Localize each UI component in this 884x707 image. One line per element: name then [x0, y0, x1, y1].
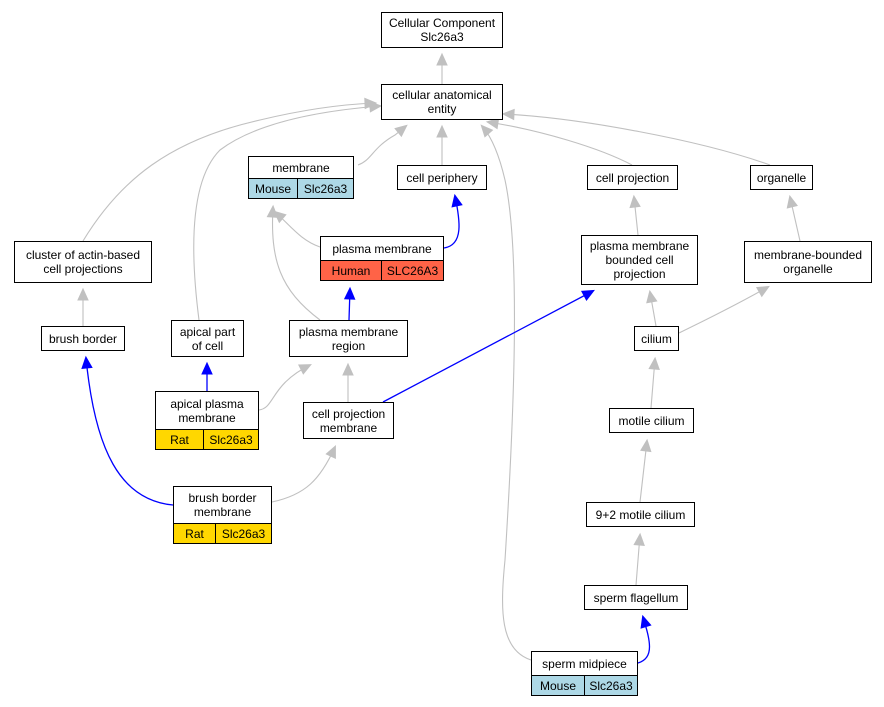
- node-label: motile cilium: [618, 413, 685, 428]
- node-label: sperm midpiece: [542, 656, 627, 671]
- node-organelle[interactable]: organelle: [750, 165, 813, 190]
- annotation-row: Mouse Slc26a3: [249, 178, 353, 198]
- annotation-row: Rat Slc26a3: [174, 523, 271, 543]
- edge-92-to-motile-arrowhead: [640, 438, 652, 453]
- edge-pmregion-to-membrane: [271, 206, 321, 321]
- edge-cilium-to-mbo: [678, 286, 769, 334]
- edge-bbm-to-brushborder: [85, 357, 174, 506]
- gene-label: Slc26a3: [303, 181, 348, 196]
- node-label: cell periphery: [406, 170, 478, 185]
- edge-cilium-to-pmbcp-arrowhead: [646, 289, 658, 304]
- species-label: Human: [321, 261, 382, 280]
- edge-bbm-to-brushborder-arrowhead: [81, 355, 93, 369]
- node-cell-periphery[interactable]: cell periphery: [397, 165, 487, 190]
- edge-apical-part-to-cae-arrowhead: [369, 101, 383, 113]
- edge-cpm-to-pmbcp-arrowhead: [580, 289, 595, 302]
- node-label: Cellular Component Slc26a3: [388, 16, 496, 44]
- annotation-row: Mouse Slc26a3: [532, 675, 637, 695]
- edge-cellproj-to-cae-arrowhead: [485, 117, 500, 130]
- node-plasma-membrane-bounded-cell-projection[interactable]: plasma membrane bounded cell projection: [581, 235, 698, 285]
- node-label: plasma membrane: [332, 241, 432, 256]
- node-brush-border-membrane[interactable]: brush border membrane Rat Slc26a3: [173, 486, 272, 544]
- species-label: Mouse: [532, 676, 585, 695]
- edge-cpm-to-pmregion-arrowhead: [342, 362, 354, 376]
- edge-pmregion-to-pm-arrowhead: [343, 286, 356, 300]
- node-label: cell projection: [595, 170, 670, 185]
- edge-cluster-to-cae: [82, 102, 376, 242]
- annotation-row: Rat Slc26a3: [156, 429, 258, 449]
- edge-brushborder-to-cluster-arrowhead: [77, 287, 89, 301]
- edge-pm-to-periphery-arrowhead: [451, 193, 463, 208]
- node-brush-border[interactable]: brush border: [41, 326, 125, 351]
- node-label: membrane: [272, 160, 330, 175]
- node-cluster-of-actin-based-cell-projections[interactable]: cluster of actin-based cell projections: [14, 241, 152, 283]
- gene-label: Slc26a3: [589, 678, 633, 693]
- edge-membrane-to-cae: [357, 125, 407, 166]
- edge-apicalpm-to-pmregion: [258, 364, 311, 411]
- node-motile-cilium[interactable]: motile cilium: [609, 408, 694, 433]
- node-9-2-motile-cilium[interactable]: 9+2 motile cilium: [586, 502, 695, 527]
- edge-mbo-to-organelle-arrowhead: [786, 194, 798, 209]
- node-label: sperm flagellum: [593, 590, 679, 605]
- node-membrane[interactable]: membrane Mouse Slc26a3: [248, 156, 354, 199]
- edge-midpiece-to-flagellum-arrowhead: [640, 614, 652, 629]
- edge-cpm-to-pmbcp: [382, 290, 594, 403]
- node-apical-plasma-membrane[interactable]: apical plasma membrane Rat Slc26a3: [155, 391, 259, 450]
- edge-midpiece-to-cae: [481, 125, 532, 661]
- node-label: brush border membrane: [188, 491, 257, 519]
- node-sperm-midpiece[interactable]: sperm midpiece Mouse Slc26a3: [531, 651, 638, 696]
- node-membrane-bounded-organelle[interactable]: membrane-bounded organelle: [744, 241, 872, 283]
- node-label: cluster of actin-based cell projections: [25, 248, 141, 276]
- node-label: apical part of cell: [179, 324, 236, 353]
- node-label: 9+2 motile cilium: [595, 507, 686, 522]
- gene-label: Slc26a3: [209, 432, 253, 447]
- edge-bbm-to-cpm: [271, 446, 336, 503]
- node-apical-part-of-cell[interactable]: apical part of cell: [171, 320, 244, 357]
- node-cilium[interactable]: cilium: [634, 326, 679, 351]
- node-cell-projection[interactable]: cell projection: [587, 165, 678, 190]
- species-label: Rat: [174, 524, 216, 543]
- node-cellular-component[interactable]: Cellular Component Slc26a3: [381, 12, 503, 48]
- node-label: apical plasma membrane: [170, 396, 244, 425]
- node-cellular-anatomical-entity[interactable]: cellular anatomical entity: [381, 84, 503, 120]
- node-sperm-flagellum[interactable]: sperm flagellum: [584, 585, 688, 610]
- edge-cellproj-to-cae: [487, 121, 633, 166]
- node-label: cellular anatomical entity: [392, 88, 492, 116]
- edge-motile-to-cilium-arrowhead: [648, 356, 660, 370]
- edge-apical-part-to-cae: [193, 105, 381, 321]
- edge-apicalpm-to-pmregion-arrowhead: [298, 364, 312, 375]
- edge-pmregion-to-membrane-arrowhead: [266, 204, 279, 218]
- node-label: membrane-bounded organelle: [753, 248, 863, 276]
- edge-cilium-to-mbo-arrowhead: [755, 285, 770, 298]
- species-label: Mouse: [249, 179, 298, 198]
- node-label: plasma membrane bounded cell projection: [589, 239, 690, 281]
- node-label: brush border: [48, 331, 118, 346]
- node-label: cilium: [641, 331, 672, 346]
- node-label: cell projection membrane: [311, 406, 386, 435]
- node-label: organelle: [756, 170, 807, 185]
- edge-membrane-to-cae-arrowhead: [394, 124, 408, 138]
- species-label: Rat: [156, 430, 204, 449]
- edge-organelle-to-cae-arrowhead: [501, 108, 515, 121]
- node-plasma-membrane[interactable]: plasma membrane Human SLC26A3: [320, 236, 444, 281]
- edge-pmbcp-to-cellproj-arrowhead: [629, 194, 641, 209]
- edge-cae-to-cc-arrowhead: [436, 52, 448, 66]
- edge-midpiece-to-cae-arrowhead: [480, 124, 494, 138]
- edge-flagellum-to-92-arrowhead: [633, 532, 645, 546]
- edge-periphery-to-cae-arrowhead: [436, 124, 448, 138]
- node-plasma-membrane-region[interactable]: plasma membrane region: [289, 320, 408, 357]
- edge-bbm-to-cpm-arrowhead: [325, 445, 336, 459]
- node-cell-projection-membrane[interactable]: cell projection membrane: [303, 402, 394, 439]
- node-label: plasma membrane region: [298, 324, 399, 353]
- gene-label: SLC26A3: [386, 263, 439, 278]
- gene-label: Slc26a3: [221, 526, 266, 541]
- annotation-row: Human SLC26A3: [321, 260, 443, 280]
- edge-organelle-to-cae: [503, 113, 771, 166]
- edge-apicalpm-to-apicalpart-arrowhead: [201, 361, 213, 375]
